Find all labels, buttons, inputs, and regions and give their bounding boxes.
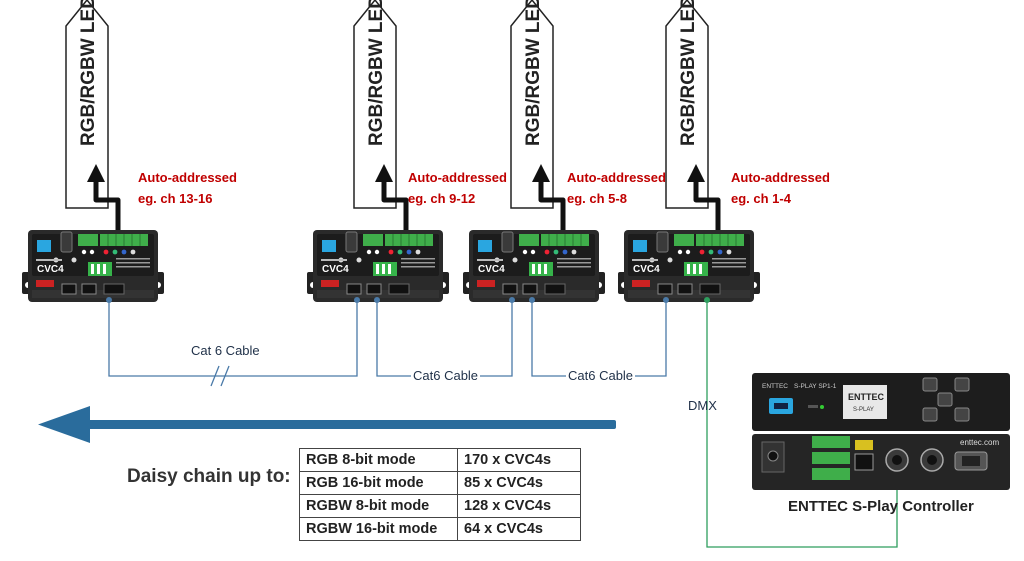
dmx-label: DMX	[688, 398, 717, 413]
device-2-address-label: Auto-addressed eg. ch 9-12	[408, 170, 507, 206]
cat6-mid-label: Cat6 Cable	[411, 368, 481, 383]
cat6-cables	[108, 300, 667, 377]
svg-text:S-PLAY: S-PLAY	[853, 407, 874, 413]
svg-text:enttec.com: enttec.com	[960, 438, 999, 447]
cat6-long-label: Cat 6 Cable	[191, 343, 260, 358]
s-play-back-panel: enttec.com	[752, 434, 1010, 490]
led-wires	[93, 180, 721, 230]
svg-text:S-PLAY SP1-1: S-PLAY SP1-1	[794, 383, 837, 390]
led-strip-3: RGB/RGBW LEDs	[510, 0, 554, 209]
svg-text:ENTTEC: ENTTEC	[848, 392, 885, 402]
led-strip-4: RGB/RGBW LEDs	[665, 0, 709, 209]
cvc4-device-3	[462, 229, 606, 303]
device-4-address-label: Auto-addressed eg. ch 1-4	[731, 170, 830, 206]
led-label-3: RGB/RGBW LEDs	[523, 0, 544, 146]
led-strip-2: RGB/RGBW LEDs	[353, 0, 397, 209]
led-label-2: RGB/RGBW LEDs	[366, 0, 387, 146]
led-strip-1: RGB/RGBW LEDs	[65, 0, 109, 209]
s-play-front-panel: ENTTEC S-PLAY SP1-1 ENTTEC S-PLAY	[752, 373, 1010, 431]
device-1-address-label: Auto-addressed eg. ch 13-16	[138, 170, 237, 206]
daisy-chain-arrow	[38, 406, 616, 443]
device-3-address-label: Auto-addressed eg. ch 5-8	[567, 170, 666, 206]
wire-arrowheads	[87, 164, 705, 182]
cable-break-mark	[210, 365, 230, 387]
led-label-4: RGB/RGBW LEDs	[678, 0, 699, 146]
cvc4-device-4	[617, 229, 761, 303]
controller-title: ENTTEC S-Play Controller	[788, 498, 974, 515]
daisy-chain-label: Daisy chain up to:	[127, 466, 291, 487]
cvc4-device-1	[21, 229, 165, 303]
dmx-cable	[706, 300, 898, 548]
cat6-right-label: Cat6 Cable	[566, 368, 636, 383]
led-label-1: RGB/RGBW LEDs	[78, 0, 99, 146]
cable-dots	[106, 297, 669, 303]
cvc4-device-2	[306, 229, 450, 303]
svg-text:ENTTEC: ENTTEC	[762, 383, 788, 390]
